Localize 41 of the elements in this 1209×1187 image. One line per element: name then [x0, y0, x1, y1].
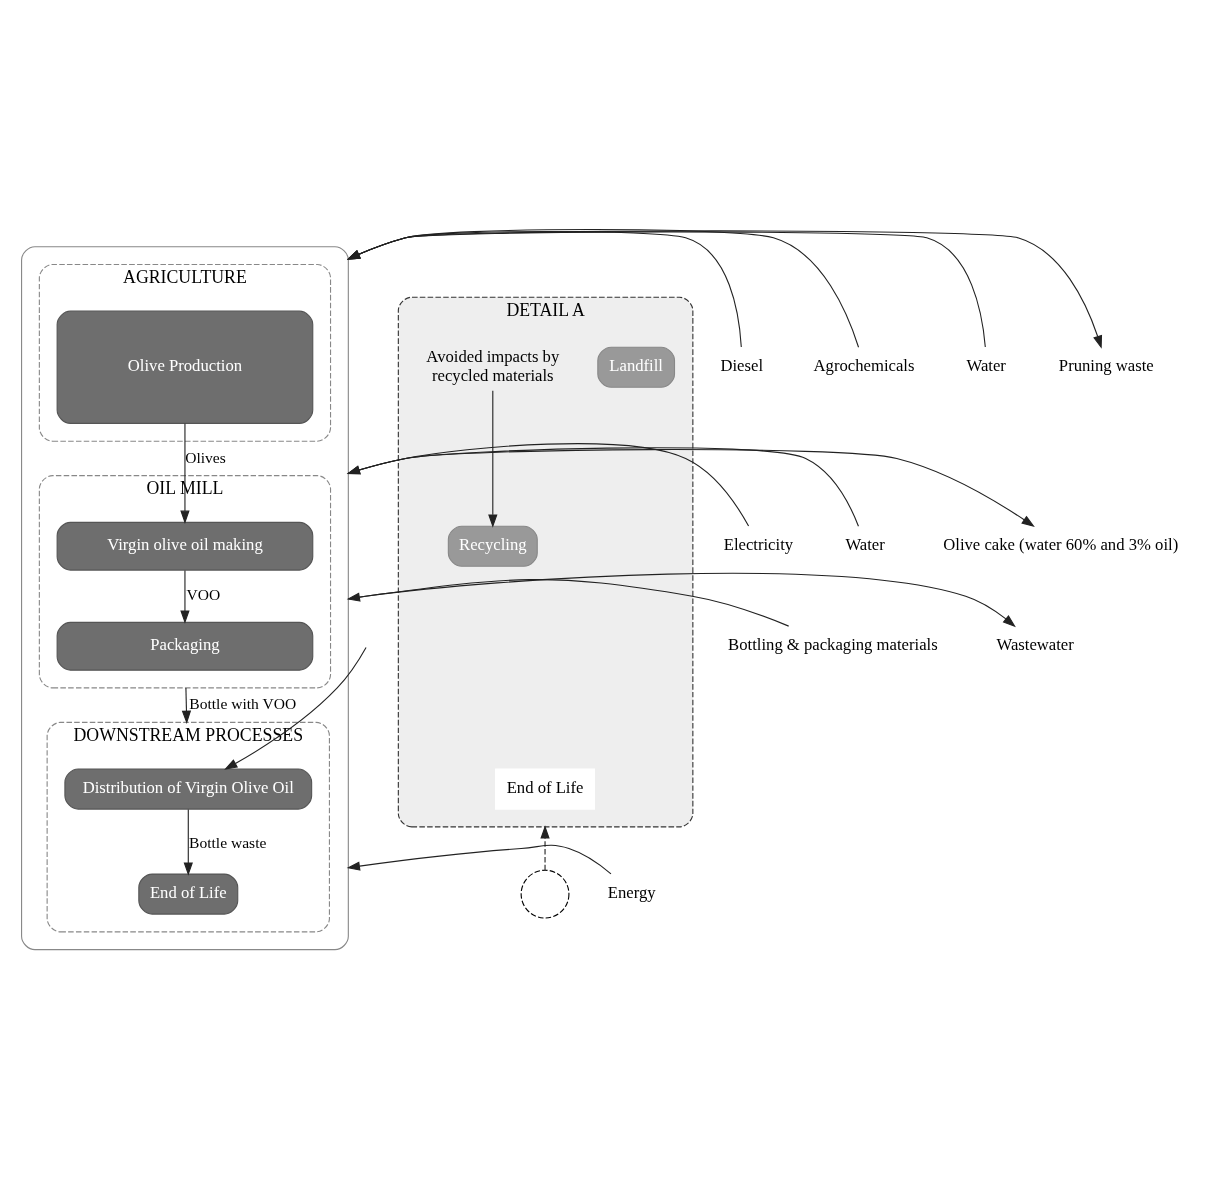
arrow	[181, 686, 192, 724]
node-text: Diesel	[720, 355, 764, 375]
edge-label: Bottle waste	[189, 833, 267, 851]
arrow	[346, 844, 612, 874]
edge-label: VOO	[186, 585, 221, 603]
node-box: Olive Production	[56, 310, 314, 424]
arrow	[183, 808, 193, 876]
node-text: Olive cake (water 60% and 3% oil)	[943, 534, 1179, 554]
arrow	[180, 569, 190, 624]
node-box: Recycling	[447, 525, 538, 567]
cluster	[21, 245, 349, 950]
node-text: Avoided impacts by recycled materials	[426, 346, 560, 385]
node-box: Landfill	[597, 346, 676, 388]
node-circle	[520, 869, 570, 919]
arrow	[224, 646, 367, 770]
arrow	[346, 578, 790, 627]
node-text: Water	[845, 534, 885, 554]
edge-label: Bottle with VOO	[189, 694, 297, 712]
arrow	[346, 230, 742, 347]
node-text: Bottling & packaging materials	[728, 634, 938, 654]
node-text: Water	[966, 355, 1006, 375]
edge-label: Olives	[185, 448, 226, 466]
node-box: End of Life	[138, 873, 239, 915]
arrow	[347, 229, 1103, 349]
arrow	[346, 442, 750, 527]
node-text: Wastewater	[996, 634, 1074, 654]
node-text: Agrochemicals	[813, 355, 915, 375]
arrow	[347, 448, 1035, 527]
arrow	[540, 824, 550, 871]
node-box: Distribution of Virgin Olive Oil	[64, 768, 313, 810]
arrow	[346, 228, 860, 348]
node-text: Electricity	[723, 534, 794, 554]
node-text: Energy	[607, 882, 656, 902]
node-text: Pruning waste	[1058, 355, 1154, 375]
node-box: Packaging	[56, 621, 314, 671]
node-box: Virgin olive oil making	[56, 521, 314, 571]
arrow	[346, 446, 859, 527]
arrow	[347, 572, 1016, 627]
arrow	[488, 389, 498, 528]
arrow	[346, 230, 986, 348]
arrow	[180, 422, 190, 524]
